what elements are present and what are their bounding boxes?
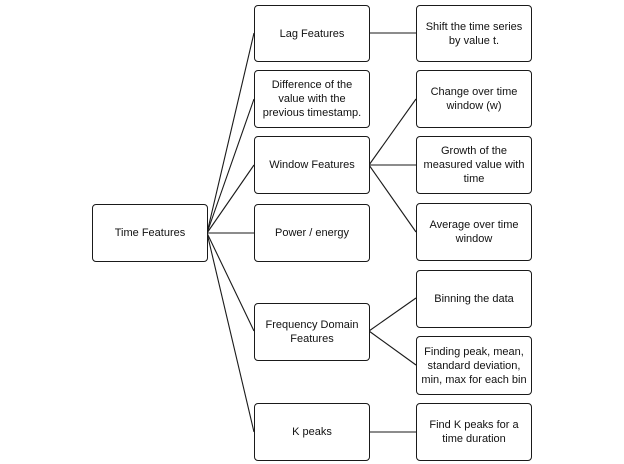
- leaf-node-label: Change over time window (w): [430, 86, 518, 112]
- connector-window-average: [368, 164, 417, 233]
- leaf-node-shift-time-series: Shift the time series by value t.: [416, 5, 532, 62]
- connector-root-difference: [206, 98, 255, 234]
- branch-node-label: Power / energy: [275, 227, 349, 239]
- branch-node-label: Frequency Domain Features: [265, 319, 359, 345]
- leaf-node-find-k-peaks: Find K peaks for a time duration: [416, 403, 532, 461]
- branch-node-window-features: Window Features: [254, 136, 370, 194]
- branch-node-difference: Difference of the value with the previou…: [254, 70, 370, 128]
- branch-node-label: K peaks: [292, 426, 332, 438]
- branch-node-label: Lag Features: [279, 27, 345, 40]
- branch-node-label: Window Features: [269, 159, 355, 171]
- branch-node-label: Difference of the value with the previou…: [262, 79, 362, 119]
- leaf-node-average-over-time: Average over time window: [416, 203, 532, 261]
- leaf-node-label: Growth of the measured value with time: [423, 145, 525, 185]
- branch-node-frequency-domain: Frequency Domain Features: [254, 303, 370, 361]
- leaf-node-finding-peak-stats: Finding peak, mean, standard deviation, …: [416, 336, 532, 395]
- leaf-node-growth-measured-value: Growth of the measured value with time: [416, 136, 532, 194]
- branch-node-lag-features: Lag Features: [254, 5, 370, 62]
- leaf-node-label: Shift the time series by value t.: [425, 20, 523, 47]
- root-node-label: Time Features: [114, 227, 186, 239]
- connector-frequency-binning: [368, 297, 417, 332]
- leaf-node-change-over-time: Change over time window (w): [416, 70, 532, 128]
- leaf-node-label: Find K peaks for a time duration: [429, 419, 519, 445]
- connector-window-change: [368, 98, 417, 166]
- branch-node-k-peaks: K peaks: [254, 403, 370, 461]
- leaf-node-binning-data: Binning the data: [416, 270, 532, 328]
- leaf-node-label: Finding peak, mean, standard deviation, …: [421, 345, 527, 386]
- connector-frequency-finding: [368, 330, 417, 366]
- connector-root-window: [206, 164, 255, 234]
- leaf-node-label: Binning the data: [434, 293, 514, 305]
- connector-root-kpeaks: [206, 232, 255, 433]
- connector-root-lag: [206, 32, 255, 234]
- connector-root-frequency: [206, 232, 255, 332]
- branch-node-power-energy: Power / energy: [254, 204, 370, 262]
- leaf-node-label: Average over time window: [429, 219, 519, 245]
- root-node-time-features: Time Features: [92, 204, 208, 262]
